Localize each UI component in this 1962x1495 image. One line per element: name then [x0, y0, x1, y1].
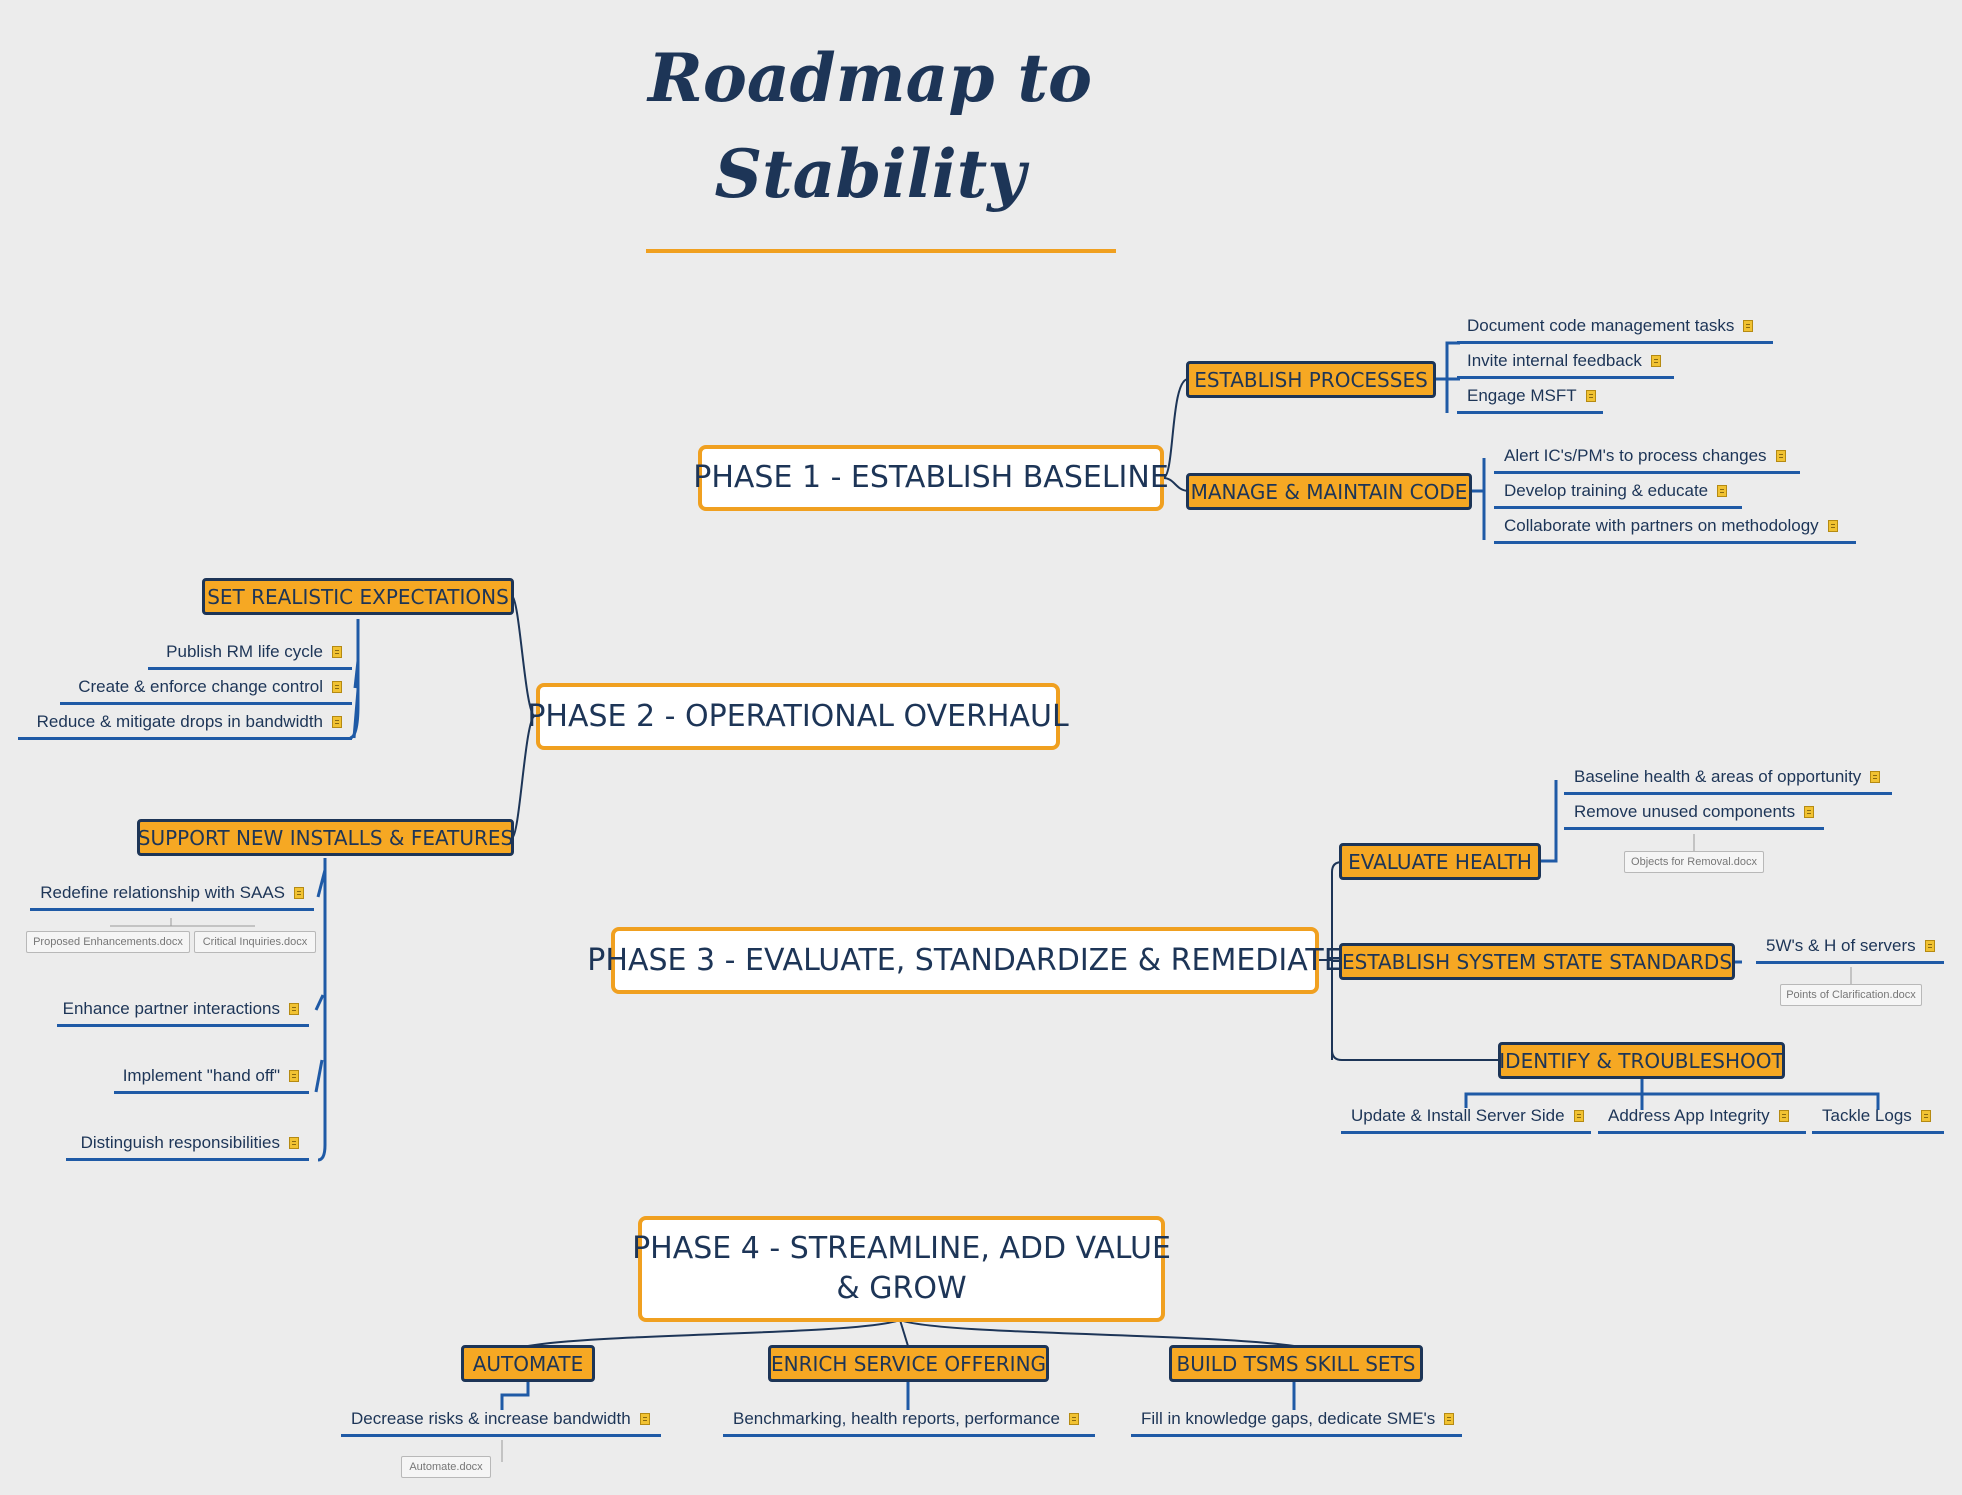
page-title: Roadmap to Stability — [640, 30, 1100, 222]
leaf-document-code-management[interactable]: Document code management tasks — [1457, 310, 1773, 344]
support-new-installs-topic[interactable]: SUPPORT NEW INSTALLS & FEATURES — [137, 819, 514, 856]
note-icon[interactable] — [1444, 1412, 1455, 1425]
title-underline — [646, 249, 1116, 253]
phase-2-label: PHASE 2 - OPERATIONAL OVERHAUL — [527, 698, 1069, 734]
note-icon[interactable] — [1068, 1412, 1079, 1425]
leaf-enhance-partner-interactions[interactable]: Enhance partner interactions — [57, 993, 309, 1027]
title-line-2: Stability — [714, 135, 1026, 213]
phase-3-node[interactable]: PHASE 3 - EVALUATE, STANDARDIZE & REMEDI… — [587, 927, 1343, 994]
phase-4-label-line-1: PHASE 4 - STREAMLINE, ADD VALUE — [632, 1231, 1171, 1266]
note-icon[interactable] — [1870, 770, 1881, 783]
leaf-engage-msft[interactable]: Engage MSFT — [1457, 380, 1603, 414]
evaluate-health-topic[interactable]: EVALUATE HEALTH — [1339, 843, 1541, 880]
system-state-standards-topic[interactable]: ESTABLISH SYSTEM STATE STANDARDS — [1339, 943, 1735, 980]
establish-processes-topic[interactable]: ESTABLISH PROCESSES — [1186, 361, 1436, 398]
leaf-alert-ics-pms[interactable]: Alert IC's/PM's to process changes — [1494, 440, 1800, 474]
phase-1-label: PHASE 1 - ESTABLISH BASELINE — [693, 460, 1169, 495]
leaf-baseline-health[interactable]: Baseline health & areas of opportunity — [1564, 761, 1892, 795]
note-icon[interactable] — [639, 1412, 650, 1425]
phase-3-label: PHASE 3 - EVALUATE, STANDARDIZE & REMEDI… — [587, 942, 1343, 978]
attachment-proposed-enhancements[interactable]: Proposed Enhancements.docx — [26, 931, 190, 953]
note-icon[interactable] — [1924, 939, 1935, 952]
automate-topic[interactable]: AUTOMATE — [461, 1345, 595, 1382]
note-icon[interactable] — [1804, 805, 1815, 818]
leaf-remove-unused-components[interactable]: Remove unused components — [1564, 796, 1824, 830]
note-icon[interactable] — [1778, 1109, 1789, 1122]
note-icon[interactable] — [1573, 1109, 1584, 1122]
leaf-publish-rm-life-cycle[interactable]: Publish RM life cycle — [148, 636, 352, 670]
manage-maintain-code-topic[interactable]: MANAGE & MAINTAIN CODE — [1186, 473, 1472, 510]
leaf-invite-internal-feedback[interactable]: Invite internal feedback — [1457, 345, 1674, 379]
build-tsms-skill-sets-topic[interactable]: BUILD TSMS SKILL SETS — [1169, 1345, 1423, 1382]
title-line-1: Roadmap to — [647, 39, 1093, 117]
attachment-points-of-clarification[interactable]: Points of Clarification.docx — [1780, 984, 1922, 1006]
note-icon[interactable] — [332, 715, 342, 728]
leaf-5ws-h-of-servers[interactable]: 5W's & H of servers — [1756, 930, 1944, 964]
note-icon[interactable] — [289, 1069, 299, 1082]
note-icon[interactable] — [289, 1002, 299, 1015]
leaf-update-install-server-side[interactable]: Update & Install Server Side — [1341, 1100, 1591, 1134]
leaf-redefine-relationship-saas[interactable]: Redefine relationship with SAAS — [30, 877, 314, 911]
attachment-critical-inquiries[interactable]: Critical Inquiries.docx — [194, 931, 316, 953]
phase-1-node[interactable]: PHASE 1 - ESTABLISH BASELINE — [693, 445, 1169, 511]
note-icon[interactable] — [294, 886, 304, 899]
note-icon[interactable] — [332, 645, 342, 658]
attachment-automate[interactable]: Automate.docx — [401, 1456, 491, 1478]
enrich-service-offering-topic[interactable]: ENRICH SERVICE OFFERING — [768, 1345, 1049, 1382]
set-realistic-expectations-topic[interactable]: SET REALISTIC EXPECTATIONS — [202, 578, 514, 615]
leaf-collaborate-partners[interactable]: Collaborate with partners on methodology — [1494, 510, 1856, 544]
leaf-implement-hand-off[interactable]: Implement "hand off" — [114, 1060, 309, 1094]
note-icon[interactable] — [1775, 449, 1786, 462]
note-icon[interactable] — [1650, 354, 1661, 367]
phase-4-label-line-2: & GROW — [836, 1271, 967, 1306]
note-icon[interactable] — [1585, 389, 1596, 402]
leaf-address-app-integrity[interactable]: Address App Integrity — [1598, 1100, 1806, 1134]
leaf-create-enforce-change-control[interactable]: Create & enforce change control — [60, 671, 352, 705]
identify-troubleshoot-topic[interactable]: IDENTIFY & TROUBLESHOOT — [1498, 1042, 1785, 1079]
note-icon[interactable] — [1920, 1109, 1931, 1122]
leaf-decrease-risks[interactable]: Decrease risks & increase bandwidth — [341, 1403, 661, 1437]
leaf-tackle-logs[interactable]: Tackle Logs — [1812, 1100, 1944, 1134]
attachment-objects-for-removal[interactable]: Objects for Removal.docx — [1624, 851, 1764, 873]
note-icon[interactable] — [1743, 319, 1754, 332]
note-icon[interactable] — [1717, 484, 1728, 497]
note-icon[interactable] — [1827, 519, 1838, 532]
note-icon[interactable] — [289, 1136, 299, 1149]
leaf-fill-knowledge-gaps[interactable]: Fill in knowledge gaps, dedicate SME's — [1131, 1403, 1462, 1437]
leaf-benchmarking[interactable]: Benchmarking, health reports, performanc… — [723, 1403, 1095, 1437]
leaf-develop-training[interactable]: Develop training & educate — [1494, 475, 1742, 509]
leaf-reduce-mitigate-drops[interactable]: Reduce & mitigate drops in bandwidth — [18, 706, 352, 740]
note-icon[interactable] — [332, 680, 342, 693]
leaf-distinguish-responsibilities[interactable]: Distinguish responsibilities — [66, 1127, 309, 1161]
phase-4-node[interactable]: PHASE 4 - STREAMLINE, ADD VALUE & GROW — [632, 1216, 1171, 1322]
phase-2-node[interactable]: PHASE 2 - OPERATIONAL OVERHAUL — [527, 683, 1069, 750]
